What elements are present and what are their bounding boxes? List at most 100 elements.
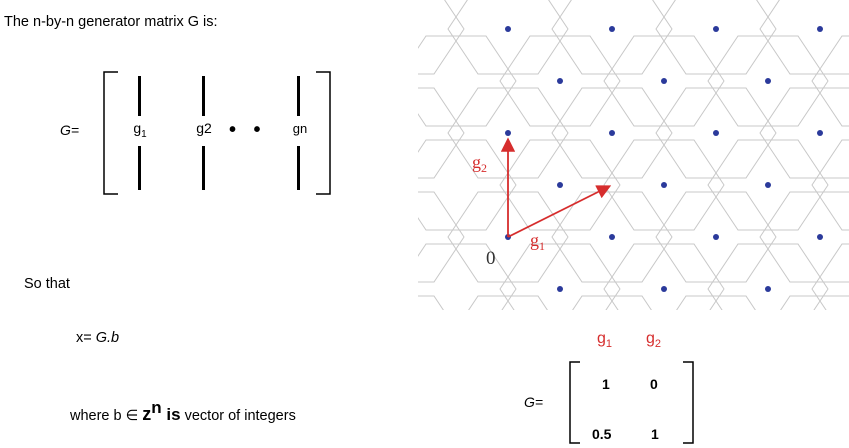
origin-label: 0 (486, 248, 496, 269)
example-left-bracket (569, 361, 580, 444)
vector-g1-subscript: 1 (539, 239, 545, 253)
voronoi-cell (418, 295, 444, 310)
lattice-point (661, 182, 667, 188)
vector-g1-arrow (507, 185, 612, 238)
generator-matrix-heading: The n-by-n generator matrix G is: (4, 14, 218, 30)
voronoi-cell (447, 191, 569, 283)
matrix-cell-r1c2: 0 (650, 376, 658, 392)
matrix-column-gn: gn (280, 120, 320, 138)
voronoi-cell (759, 191, 849, 283)
voronoi-cell (551, 191, 673, 283)
column-bar-top (202, 76, 205, 116)
voronoi-cell (418, 139, 517, 231)
lattice-point (505, 130, 511, 136)
lattice-point (609, 130, 615, 136)
so-that-text: So that (24, 276, 70, 292)
column-label: g (133, 120, 142, 136)
left-bracket (103, 71, 118, 195)
voronoi-cell (551, 0, 673, 75)
vector-g2-label: g2 (472, 152, 487, 175)
example-col-header-g1: g1 (597, 330, 612, 350)
column-bar-bottom (138, 146, 141, 190)
voronoi-cell (572, 295, 652, 310)
voronoi-cell (759, 0, 849, 75)
matrix-label: G= (60, 122, 80, 138)
lattice-points (505, 26, 823, 292)
where-is: is (161, 405, 181, 424)
voronoi-cell (811, 139, 849, 231)
where-prefix: where b ∈ (70, 408, 143, 424)
lattice-point (557, 182, 563, 188)
col-header-subscript: 1 (605, 338, 613, 351)
integer-set-exponent: n (151, 398, 162, 417)
voronoi-cell (499, 243, 621, 310)
column-bar-bottom (297, 146, 300, 190)
lattice-point (557, 78, 563, 84)
voronoi-cell (603, 243, 725, 310)
voronoi-cell (447, 87, 569, 179)
voronoi-cell (468, 295, 548, 310)
voronoi-cell (499, 139, 621, 231)
lattice-point (817, 234, 823, 240)
lattice-point (609, 234, 615, 240)
voronoi-cell (707, 243, 829, 310)
example-matrix-label: G= (524, 394, 544, 410)
equation-prefix: x= (76, 330, 96, 346)
integer-set-z: z (142, 404, 152, 424)
vector-g2-subscript: 2 (481, 161, 487, 175)
voronoi-cell (418, 0, 465, 75)
voronoi-cell (499, 35, 621, 127)
voronoi-cell (418, 35, 517, 127)
voronoi-cell (551, 87, 673, 179)
lattice-point (661, 78, 667, 84)
voronoi-cell (447, 0, 569, 75)
lattice-point (713, 26, 719, 32)
matrix-cell-r2c2: 1 (651, 426, 659, 442)
where-suffix: vector of integers (180, 408, 296, 424)
col-header-subscript: 2 (654, 338, 662, 351)
voronoi-cell (603, 139, 725, 231)
lattice-point (505, 26, 511, 32)
lattice-point (817, 130, 823, 136)
ellipsis-dots: • • (229, 119, 267, 141)
lattice-point (713, 234, 719, 240)
col-header-base: g (646, 330, 655, 347)
voronoi-cell (707, 35, 829, 127)
integer-set: zn (142, 398, 161, 424)
lattice-point (557, 286, 563, 292)
voronoi-cell (655, 0, 777, 75)
right-bracket (316, 71, 331, 195)
voronoi-cell (655, 191, 777, 283)
lattice-point (765, 78, 771, 84)
voronoi-cells (418, 0, 849, 310)
col-header-base: g (597, 330, 606, 347)
matrix-cell-r1c1: 1 (602, 376, 610, 392)
lattice-point (765, 286, 771, 292)
matrix-cell-r2c1: 0.5 (592, 426, 612, 442)
column-label: g2 (196, 120, 212, 136)
lattice-point (817, 26, 823, 32)
matrix-column-g2: g2 (184, 120, 224, 138)
where-text: where b ∈ zn is vector of integers (70, 398, 296, 425)
voronoi-cell (418, 87, 465, 179)
equation-rhs: G.b (95, 330, 120, 346)
voronoi-cell (676, 295, 756, 310)
voronoi-cell (811, 35, 849, 127)
vector-g2-base: g (472, 152, 481, 172)
column-label: gn (292, 121, 308, 136)
vector-g1-base: g (530, 230, 539, 250)
lattice-point (609, 26, 615, 32)
voronoi-cell (603, 35, 725, 127)
lattice-point (661, 286, 667, 292)
example-right-bracket (683, 361, 694, 444)
lattice-equation: x= G.b (76, 330, 119, 346)
lattice-point (713, 130, 719, 136)
column-bar-top (297, 76, 300, 116)
example-col-header-g2: g2 (646, 330, 661, 350)
voronoi-cell (655, 87, 777, 179)
column-bar-bottom (202, 146, 205, 190)
voronoi-cell (418, 191, 465, 283)
